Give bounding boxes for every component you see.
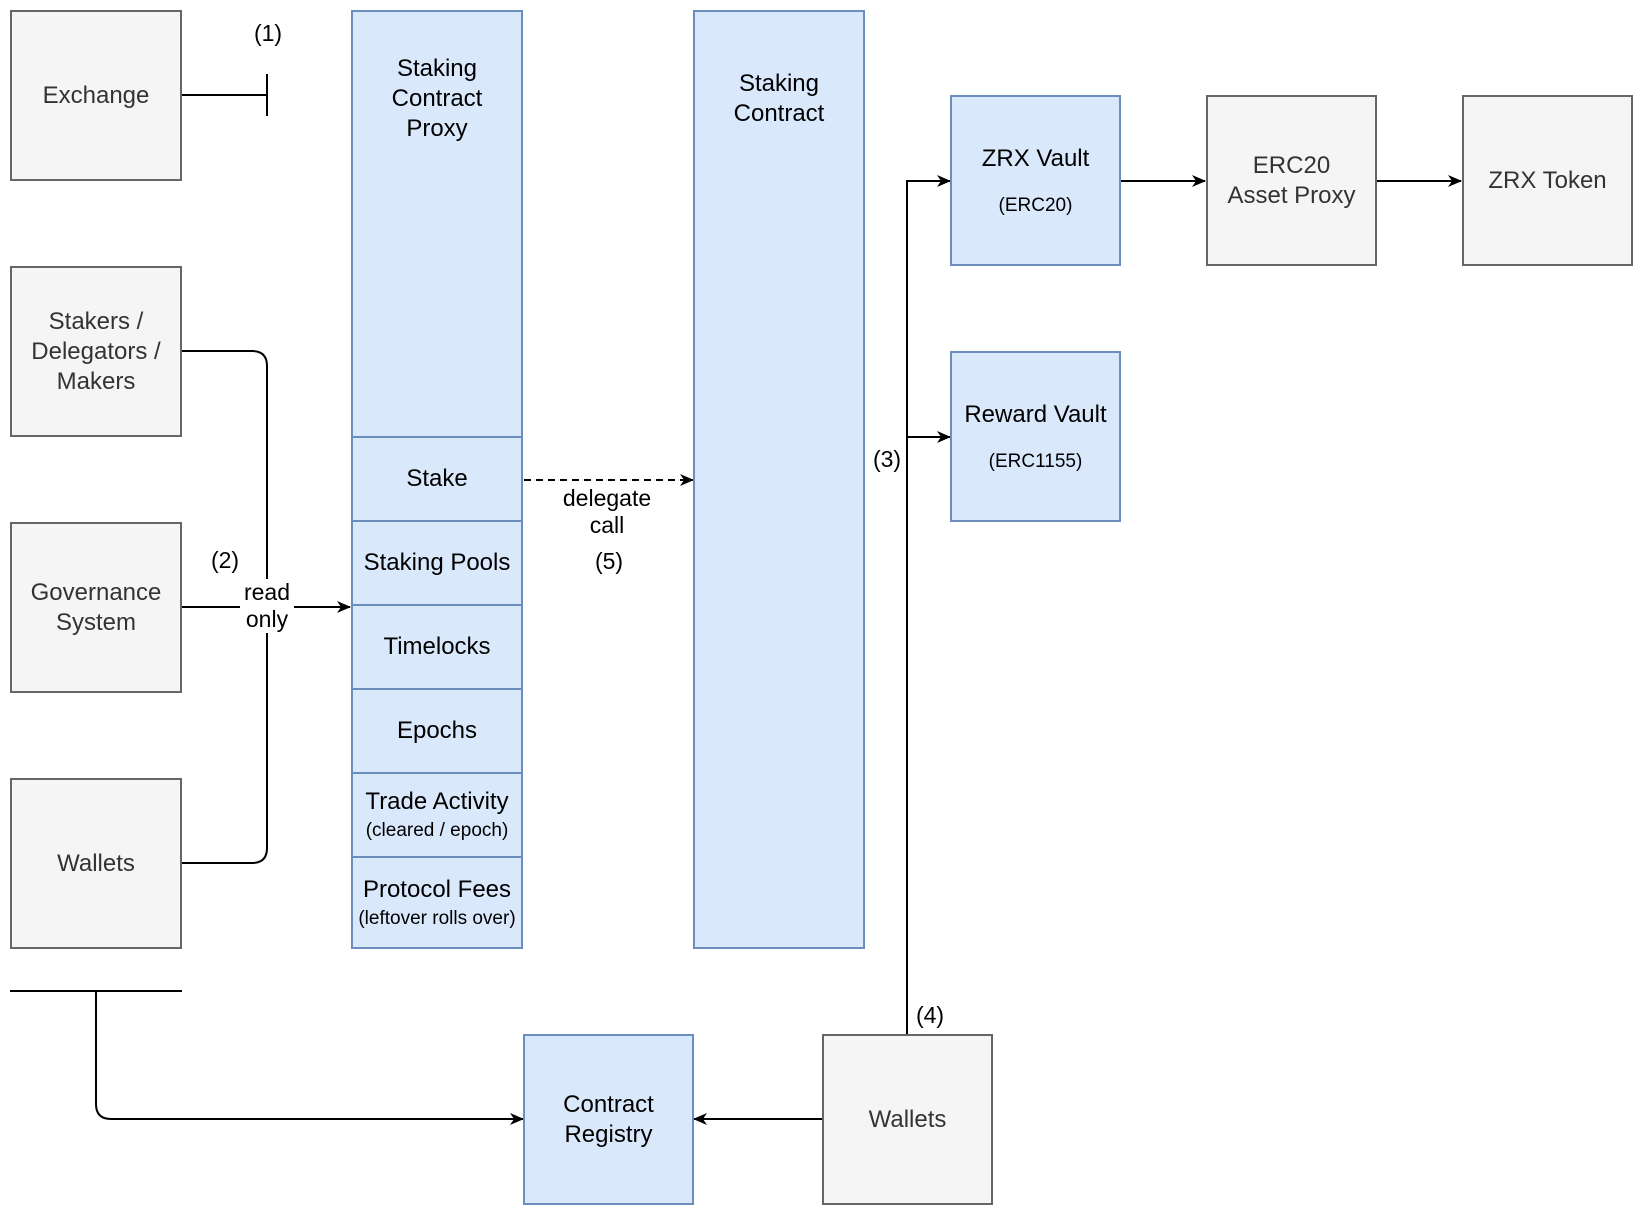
label-2: (2) bbox=[210, 547, 240, 573]
reward-vault-node: Reward Vault (ERC1155) bbox=[950, 351, 1121, 522]
reward-vault-label: Reward Vault bbox=[964, 400, 1107, 428]
reward-vault-sublabel: (ERC1155) bbox=[988, 450, 1083, 472]
governance-node: Governance System bbox=[10, 522, 182, 693]
read-only-label: read only bbox=[240, 579, 294, 633]
stakers-node: Stakers / Delegators / Makers bbox=[10, 266, 182, 437]
timelocks-label: Timelocks bbox=[383, 633, 491, 660]
label-5: (5) bbox=[594, 548, 624, 574]
stake-label: Stake bbox=[406, 465, 468, 492]
zrx-vault-sublabel: (ERC20) bbox=[998, 194, 1073, 216]
protocol-fees-label: Protocol Fees bbox=[362, 875, 512, 903]
stakers-label: Stakers / Delegators / Makers bbox=[31, 307, 161, 395]
governance-label: Governance System bbox=[30, 578, 162, 636]
label-3: (3) bbox=[872, 446, 902, 472]
exchange-label: Exchange bbox=[42, 81, 150, 109]
erc20-asset-proxy-node: ERC20 Asset Proxy bbox=[1206, 95, 1377, 266]
staking-contract-label: Staking Contract bbox=[733, 70, 825, 127]
staking-contract: Staking Contract bbox=[693, 10, 865, 949]
stake-section: Stake bbox=[351, 436, 523, 522]
epochs-section: Epochs bbox=[351, 688, 523, 774]
zrx-vault-label: ZRX Vault bbox=[981, 144, 1090, 172]
wallets-bottom-label: Wallets bbox=[868, 1105, 947, 1133]
label-4: (4) bbox=[915, 1002, 945, 1028]
staking-pools-label: Staking Pools bbox=[363, 549, 511, 576]
label-1: (1) bbox=[253, 20, 283, 46]
zrx-token-label: ZRX Token bbox=[1488, 166, 1607, 194]
wallets-bottom-node: Wallets bbox=[822, 1034, 993, 1205]
wallets-left-node: Wallets bbox=[10, 778, 182, 949]
epochs-label: Epochs bbox=[396, 717, 478, 744]
wallets-vault-connector bbox=[906, 175, 951, 1034]
trade-activity-section: Trade Activity (cleared / epoch) bbox=[351, 772, 523, 858]
contract-registry-node: Contract Registry bbox=[523, 1034, 694, 1205]
trade-activity-label: Trade Activity bbox=[365, 788, 509, 815]
registry-connector bbox=[95, 991, 524, 1125]
contract-registry-label: Contract Registry bbox=[563, 1090, 654, 1148]
protocol-fees-sublabel: (leftover rolls over) bbox=[358, 907, 516, 929]
staking-contract-proxy: Staking Contract Proxy bbox=[351, 10, 523, 438]
proxy-label: Staking Contract Proxy bbox=[391, 55, 483, 142]
erc20-asset-proxy-label: ERC20 Asset Proxy bbox=[1227, 151, 1356, 209]
exchange-node: Exchange bbox=[10, 10, 182, 181]
timelocks-section: Timelocks bbox=[351, 604, 523, 690]
staking-pools-section: Staking Pools bbox=[351, 520, 523, 606]
protocol-fees-section: Protocol Fees (leftover rolls over) bbox=[351, 856, 523, 949]
delegate-call-label: delegate call bbox=[562, 485, 652, 538]
wallets-left-label: Wallets bbox=[57, 849, 135, 877]
trade-activity-sublabel: (cleared / epoch) bbox=[365, 820, 509, 841]
zrx-token-node: ZRX Token bbox=[1462, 95, 1633, 266]
zrx-vault-node: ZRX Vault (ERC20) bbox=[950, 95, 1121, 266]
